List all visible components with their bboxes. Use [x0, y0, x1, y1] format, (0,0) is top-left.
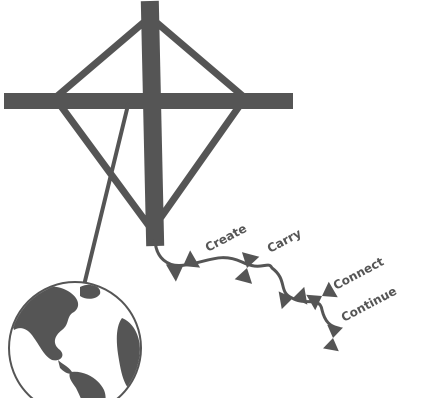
kite-tail [155, 238, 338, 328]
bow-tie-icon [323, 325, 343, 351]
label-create: Create [203, 221, 249, 254]
label-connect: Connect [331, 254, 386, 292]
label-carry: Carry [265, 226, 304, 256]
globe-icon [9, 282, 141, 398]
label-continue: Continue [339, 284, 399, 325]
bow-tie-icon [235, 252, 260, 284]
kite-icon [12, 10, 285, 237]
kite-vertical-spar [150, 10, 155, 237]
bow-tie-icon [166, 250, 200, 281]
